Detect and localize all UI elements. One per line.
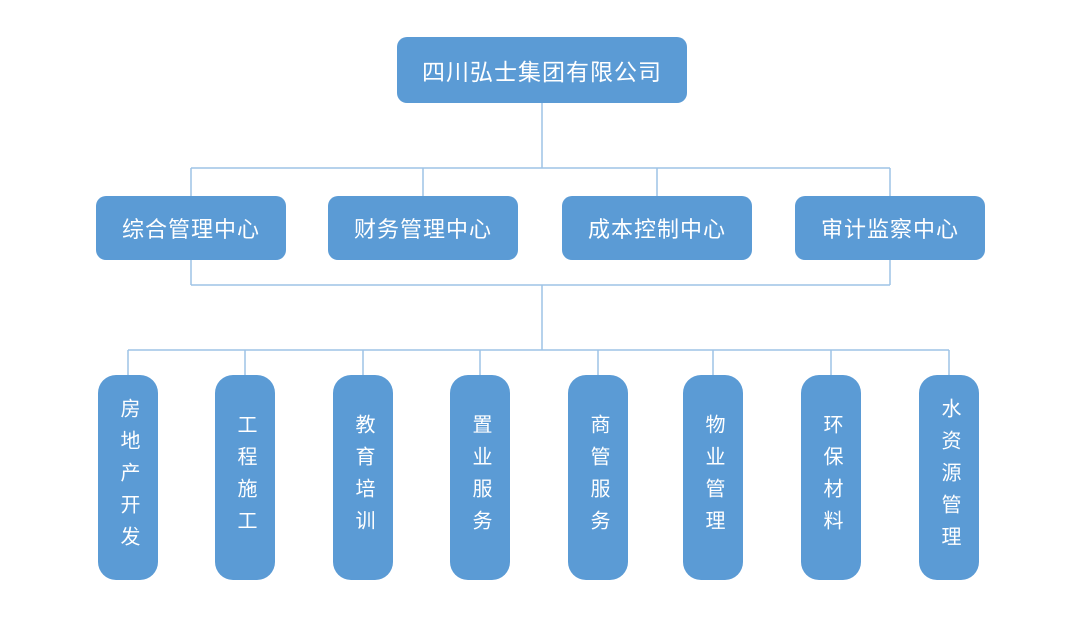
org-node-audit-supervision-center: 审计监察中心 bbox=[795, 196, 985, 260]
org-node-label: 成本控制中心 bbox=[587, 217, 726, 242]
org-node-label: 房地产开发 bbox=[117, 397, 139, 558]
org-node-company-root: 四川弘士集团有限公司 bbox=[397, 37, 687, 103]
org-node-finance-management-center: 财务管理中心 bbox=[328, 196, 518, 260]
org-node-label: 四川弘士集团有限公司 bbox=[422, 59, 662, 85]
org-node-dept-water-resource-management: 水资源管理 bbox=[919, 375, 979, 580]
org-node-dept-environmental-materials: 环保材料 bbox=[801, 375, 861, 580]
org-node-label: 物业管理 bbox=[702, 413, 724, 542]
org-node-label: 环保材料 bbox=[820, 413, 842, 542]
org-node-general-management-center: 综合管理中心 bbox=[96, 196, 286, 260]
org-node-label: 商管服务 bbox=[587, 413, 609, 542]
org-node-label: 置业服务 bbox=[469, 413, 491, 542]
org-node-label: 工程施工 bbox=[234, 413, 256, 542]
org-node-cost-control-center: 成本控制中心 bbox=[562, 196, 752, 260]
org-node-label: 综合管理中心 bbox=[121, 217, 260, 242]
org-node-label: 教育培训 bbox=[352, 413, 374, 542]
org-node-dept-commercial-management-service: 商管服务 bbox=[568, 375, 628, 580]
org-node-label: 审计监察中心 bbox=[820, 217, 959, 242]
org-node-dept-property-purchase-service: 置业服务 bbox=[450, 375, 510, 580]
org-node-dept-property-management: 物业管理 bbox=[683, 375, 743, 580]
org-node-label: 财务管理中心 bbox=[353, 217, 492, 242]
org-node-dept-engineering-construction: 工程施工 bbox=[215, 375, 275, 580]
org-node-dept-real-estate-development: 房地产开发 bbox=[98, 375, 158, 580]
org-node-label: 水资源管理 bbox=[938, 397, 960, 558]
org-node-dept-education-training: 教育培训 bbox=[333, 375, 393, 580]
